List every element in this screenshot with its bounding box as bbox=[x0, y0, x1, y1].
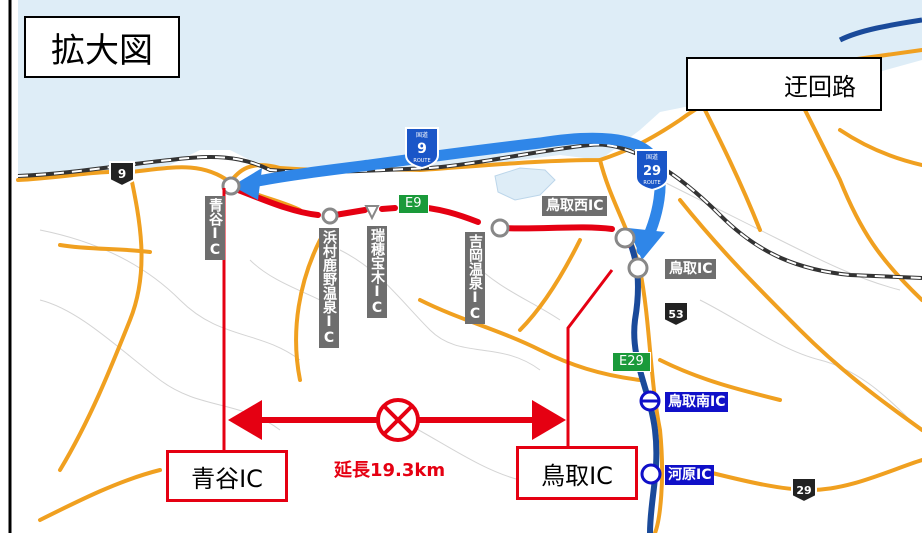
aoya-ic-label: 青谷IC bbox=[205, 196, 225, 260]
tottori-nishi-ic-label: 鳥取西IC bbox=[542, 196, 608, 216]
aoya-ic-marker bbox=[221, 176, 241, 196]
e9-sign: E9 bbox=[398, 194, 429, 214]
yoshioka-ic-marker bbox=[490, 218, 510, 238]
closure-end-box: 鳥取IC bbox=[516, 446, 638, 500]
legend: 迂回路 bbox=[686, 57, 882, 111]
closure-line-tottori bbox=[566, 269, 614, 455]
distance-arrow-left bbox=[228, 400, 262, 440]
route-29-shield-south bbox=[791, 477, 817, 504]
kawahara-ic-label: 河原IC bbox=[665, 465, 715, 485]
legend-detour-label: 迂回路 bbox=[784, 72, 856, 101]
tottori-ic-label: 鳥取IC bbox=[665, 259, 717, 279]
route-29-number: 29 bbox=[643, 164, 661, 179]
route-53-label: 53 bbox=[668, 308, 683, 321]
route-9-label-left: 9 bbox=[118, 167, 126, 181]
distance-arrow-right bbox=[532, 400, 566, 440]
kawahara-ic-marker bbox=[640, 463, 662, 485]
hamamura-ic-marker bbox=[321, 207, 339, 225]
e29-sign: E29 bbox=[612, 352, 651, 372]
route-9-number: 9 bbox=[417, 141, 427, 157]
route-9-caption: 国道 bbox=[416, 131, 428, 139]
yoshioka-ic-label: 吉岡温泉IC bbox=[465, 232, 485, 324]
zuiho-ic-marker bbox=[364, 205, 380, 221]
detour-arrowhead-south bbox=[628, 228, 665, 260]
closure-start-box: 青谷IC bbox=[166, 450, 288, 502]
lake bbox=[494, 167, 556, 201]
map-title: 拡大図 bbox=[24, 16, 180, 78]
route-29-label-south: 29 bbox=[796, 484, 811, 497]
tottori-ic-marker bbox=[627, 257, 649, 279]
route-9-shield-left bbox=[109, 161, 135, 188]
tottori-nishi-ic-marker bbox=[614, 227, 636, 249]
route-29-shield-blue bbox=[635, 149, 669, 192]
route-29-caption: 国道 bbox=[646, 153, 658, 161]
detour-arrowhead-west bbox=[232, 168, 262, 200]
route-53-shield bbox=[663, 301, 689, 328]
route-9-route-caption: ROUTE bbox=[413, 158, 430, 164]
tottori-minami-ic-label: 鳥取南IC bbox=[665, 392, 729, 412]
route-9-shield-blue bbox=[405, 127, 439, 170]
legend-arrow-spacer bbox=[688, 84, 778, 85]
zuiho-ic-label: 瑞穂宝木IC bbox=[367, 226, 387, 318]
hamamura-ic-label: 浜村鹿野温泉IC bbox=[319, 228, 339, 348]
closure-length: 延長19.3km bbox=[334, 460, 446, 481]
sea bbox=[18, 0, 922, 180]
route-29-route-caption: ROUTE bbox=[643, 180, 660, 186]
